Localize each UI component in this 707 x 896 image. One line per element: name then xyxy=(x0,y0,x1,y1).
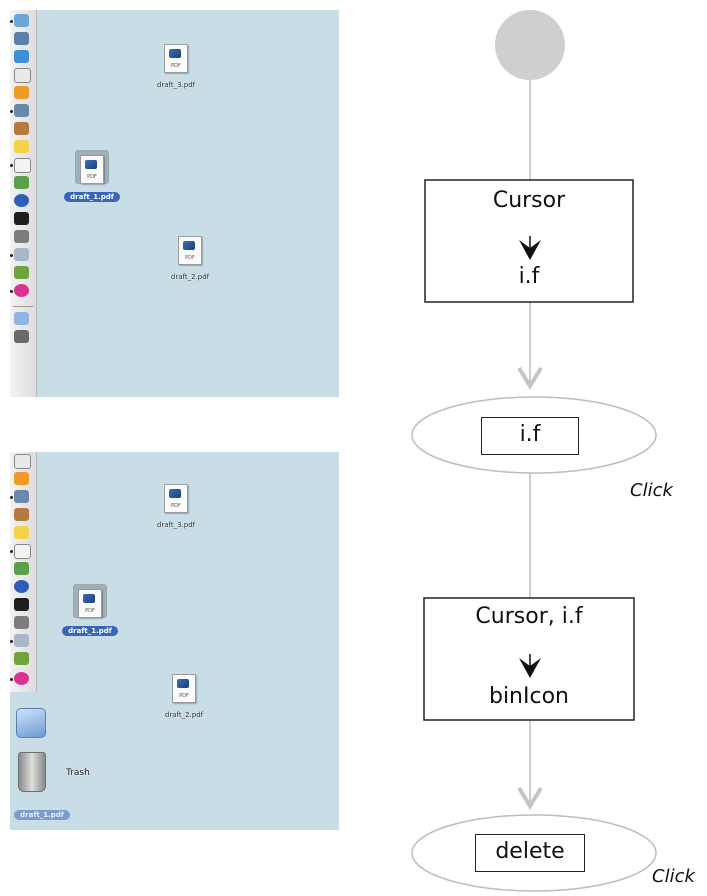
dock-app-icon[interactable] xyxy=(14,284,29,297)
state-node-1 xyxy=(424,179,634,303)
running-indicator xyxy=(10,640,13,643)
dock-app-icon[interactable] xyxy=(14,454,31,469)
dock-app-icon[interactable] xyxy=(14,230,29,243)
node2-event-label: Click xyxy=(630,480,673,501)
node1-top-label: Cursor xyxy=(492,188,566,213)
pdf-file-icon: PDF xyxy=(78,589,102,618)
node4-label-box: delete xyxy=(475,834,585,872)
node3-arrowhead xyxy=(519,658,541,678)
dock-calendar-icon[interactable] xyxy=(14,158,31,173)
dock-app-icon[interactable] xyxy=(14,68,31,83)
dock-app-icon[interactable] xyxy=(14,562,29,575)
dock-app-icon[interactable] xyxy=(14,490,29,503)
file-name: draft_2.pdf xyxy=(164,711,204,719)
node3-top-label: Cursor, i.f xyxy=(475,604,583,629)
node4-event-label: Click xyxy=(652,866,695,887)
running-indicator xyxy=(10,290,13,293)
running-indicator xyxy=(10,678,13,681)
dock-app-icon[interactable] xyxy=(14,122,29,135)
edge-arrowhead xyxy=(517,786,543,810)
pdf-file-icon: PDF xyxy=(164,484,188,513)
file-name: draft_3.pdf xyxy=(156,521,196,529)
dock-app-icon[interactable] xyxy=(14,472,29,485)
dock-app-icon[interactable] xyxy=(14,248,29,261)
running-indicator xyxy=(10,20,13,23)
screenshot-after: Trash draft_1.pdf PDF draft_3.pdf PDF dr… xyxy=(10,452,339,830)
dock-app-icon[interactable] xyxy=(14,50,29,63)
pdf-file-icon: PDF xyxy=(80,155,104,184)
file-name: draft_1.pdf xyxy=(14,810,70,820)
running-indicator xyxy=(10,110,13,113)
node3-bottom-label: binIcon xyxy=(488,684,569,709)
running-indicator xyxy=(10,496,13,499)
dock-app-icon[interactable] xyxy=(14,86,29,99)
desktop-file[interactable]: PDF draft_2.pdf xyxy=(144,674,224,719)
dock-app-icon[interactable] xyxy=(14,634,29,647)
state-node-2 xyxy=(423,597,635,721)
trash-icon[interactable] xyxy=(14,330,29,343)
running-indicator xyxy=(10,164,13,167)
dock-app-icon[interactable] xyxy=(14,580,29,593)
dock-app-icon[interactable] xyxy=(14,212,29,225)
desktop-file-selected[interactable]: PDF draft_1.pdf xyxy=(50,584,130,637)
dock xyxy=(10,10,37,397)
running-indicator xyxy=(10,550,13,553)
dock-app-icon[interactable] xyxy=(14,104,29,117)
dock-separator xyxy=(13,306,33,307)
trash-label: Trash xyxy=(66,768,90,778)
node1-arrowhead xyxy=(519,240,541,260)
trash-icon[interactable] xyxy=(18,752,46,792)
dock-app-icon[interactable] xyxy=(14,652,29,665)
file-name: draft_2.pdf xyxy=(170,273,210,281)
dock-app-icon[interactable] xyxy=(14,14,29,27)
dock-app-icon[interactable] xyxy=(14,598,29,611)
edge-arrowhead xyxy=(517,366,543,390)
dock xyxy=(10,452,37,692)
dock-app-icon[interactable] xyxy=(14,176,29,189)
pdf-file-icon: PDF xyxy=(178,236,202,265)
desktop-file-selected[interactable]: PDF draft_1.pdf xyxy=(52,150,132,203)
dock-app-icon-magnified[interactable] xyxy=(16,708,46,738)
dock-app-icon[interactable] xyxy=(14,508,29,521)
dock-app-icon[interactable] xyxy=(14,194,29,207)
start-node xyxy=(495,10,565,80)
desktop-file[interactable]: PDF draft_3.pdf xyxy=(136,44,216,89)
file-name: draft_3.pdf xyxy=(156,81,196,89)
dock-app-icon[interactable] xyxy=(14,616,29,629)
dragged-file[interactable]: draft_1.pdf xyxy=(10,802,74,821)
file-name: draft_1.pdf xyxy=(64,192,120,202)
dock-app-icon[interactable] xyxy=(14,526,29,539)
running-indicator xyxy=(10,254,13,257)
pdf-file-icon: PDF xyxy=(172,674,196,703)
desktop-file[interactable]: PDF draft_2.pdf xyxy=(150,236,230,281)
dock-app-icon[interactable] xyxy=(14,672,29,685)
dock-app-icon[interactable] xyxy=(14,312,29,325)
dock-app-icon[interactable] xyxy=(14,140,29,153)
dock-calendar-icon[interactable] xyxy=(14,544,31,559)
node2-label-box: i.f xyxy=(481,417,579,455)
dock-app-icon[interactable] xyxy=(14,32,29,45)
screenshot-before: PDF draft_3.pdf PDF draft_1.pdf PDF draf… xyxy=(10,10,339,397)
file-name: draft_1.pdf xyxy=(62,626,118,636)
node1-bottom-label: i.f xyxy=(518,264,540,289)
pdf-file-icon: PDF xyxy=(164,44,188,73)
dock-app-icon[interactable] xyxy=(14,266,29,279)
desktop-file[interactable]: PDF draft_3.pdf xyxy=(136,484,216,529)
